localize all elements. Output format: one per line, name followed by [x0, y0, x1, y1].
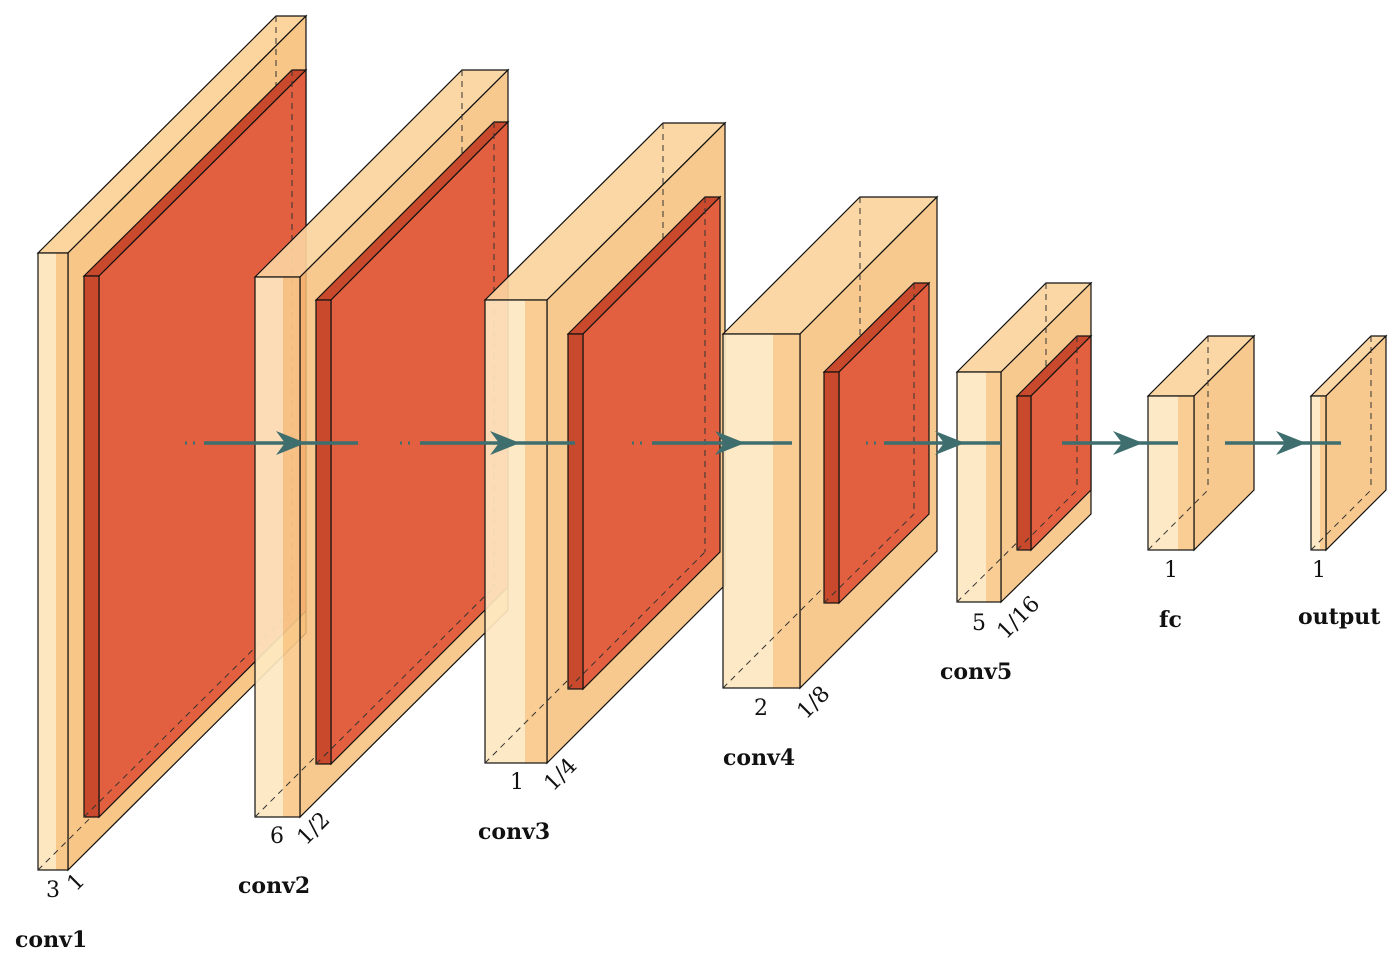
conv1-scale-label: 1	[63, 869, 91, 897]
conv2-block-front-light	[255, 277, 283, 817]
output-name-label: output	[1298, 604, 1381, 630]
layer-conv3: 1 1/4 conv3	[478, 121, 727, 845]
conv4-name-label: conv4	[723, 745, 795, 771]
conv1-bottom-label: 3	[46, 878, 60, 903]
output-block-front-mid	[1320, 396, 1326, 550]
conv1-feature-front	[83, 275, 100, 818]
conv5-feature-front	[1016, 395, 1032, 551]
fc-block-front-light	[1148, 396, 1178, 550]
layer-output: 1 output	[1298, 334, 1388, 630]
conv3-block-front-light	[485, 300, 525, 763]
layer-conv5: 5 1/16 conv5	[940, 281, 1093, 685]
conv3-bottom-label: 1	[510, 770, 524, 795]
layer-conv4: 2 1/8 conv4	[721, 195, 939, 771]
fc-name-label: fc	[1159, 607, 1182, 633]
conv2-block-front-mid	[283, 277, 300, 817]
conv5-block-front-light	[957, 372, 986, 602]
output-bottom-label: 1	[1312, 558, 1326, 583]
conv1-name-label: conv1	[15, 927, 87, 953]
layer-conv2: 6 1/2 conv2	[238, 68, 510, 899]
conv2-bottom-label: 6	[270, 824, 284, 849]
conv4-block-front-light	[723, 334, 773, 688]
output-block-front-light	[1311, 396, 1320, 550]
fc-block-front-mid	[1178, 396, 1194, 550]
conv2-feature-front	[315, 299, 332, 765]
conv3-name-label: conv3	[478, 819, 550, 845]
conv4-feature-front	[823, 371, 840, 604]
fc-block-front-outline	[1147, 395, 1195, 551]
conv5-block-front-mid	[986, 372, 1001, 602]
conv1-block-front-light	[38, 253, 56, 870]
conv2-block-front-outline	[254, 276, 301, 818]
conv5-block-front-outline	[956, 371, 1002, 603]
conv5-bottom-label: 5	[972, 611, 986, 636]
conv5-name-label: conv5	[940, 659, 1012, 685]
conv4-bottom-label: 2	[754, 696, 768, 721]
conv2-name-label: conv2	[238, 873, 310, 899]
output-block-front-outline	[1310, 395, 1327, 551]
conv1-block-front-mid	[56, 253, 68, 870]
conv1-block-front-outline	[37, 252, 69, 871]
conv3-block-front-outline	[484, 299, 548, 764]
conv3-block-front-mid	[525, 300, 547, 763]
conv4-block-front-outline	[722, 333, 801, 689]
conv3-feature-front	[567, 333, 584, 690]
layer-fc: 1 fc	[1146, 334, 1256, 633]
fc-bottom-label: 1	[1164, 558, 1178, 583]
conv4-block-front-mid	[773, 334, 800, 688]
